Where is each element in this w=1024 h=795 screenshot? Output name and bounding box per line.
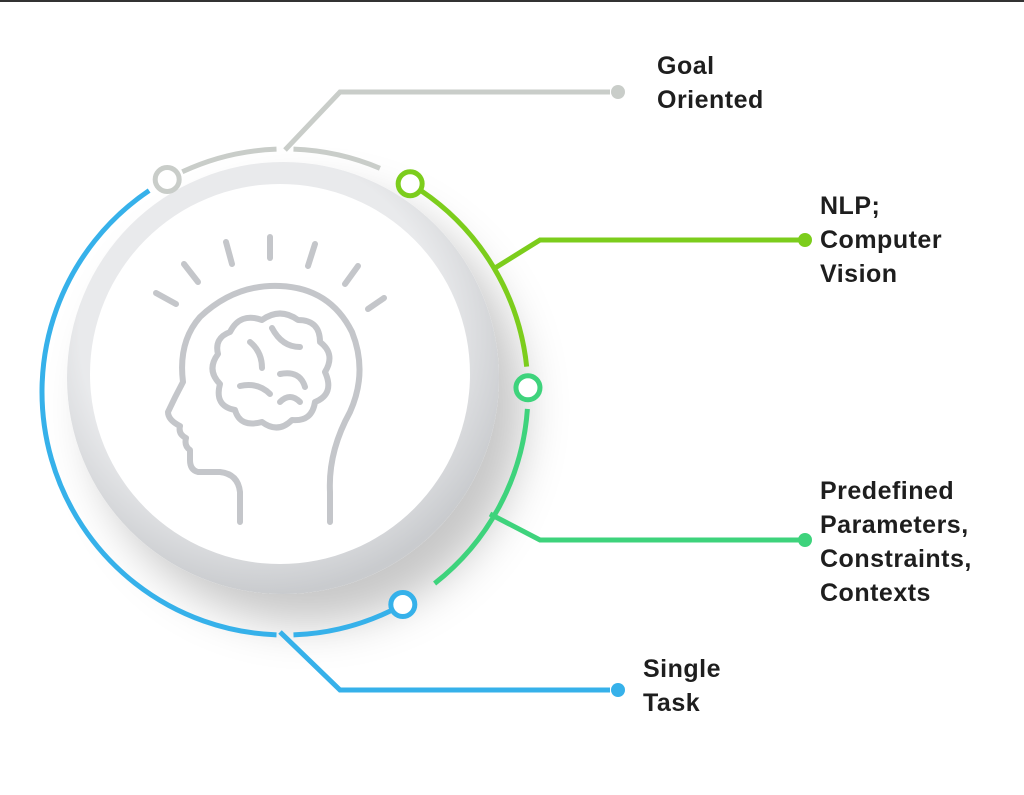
label-line: Contexts xyxy=(820,579,931,607)
end-dot-2 xyxy=(798,533,812,547)
node-ring-0 xyxy=(152,164,182,194)
connector-line-1 xyxy=(493,237,800,271)
connector-line-2 xyxy=(488,511,800,543)
node-ring-2 xyxy=(513,373,543,403)
gray-arc xyxy=(181,146,277,175)
label-line: Vision xyxy=(820,260,898,288)
head-with-brain-icon xyxy=(153,234,387,525)
connector-line-3 xyxy=(278,630,610,693)
label-line: Predefined xyxy=(820,477,955,505)
label-line: NLP; xyxy=(820,192,881,220)
gray-arc xyxy=(293,146,381,171)
connector-line-0 xyxy=(283,89,610,152)
green-arc xyxy=(433,408,530,586)
end-dot-1 xyxy=(798,233,812,247)
end-dot-3 xyxy=(611,683,625,697)
label-line: Constraints, xyxy=(820,545,972,573)
blue-arc xyxy=(39,188,277,638)
node-ring-1 xyxy=(395,169,425,199)
end-dot-0 xyxy=(611,85,625,99)
blue-arc xyxy=(293,608,393,638)
label-line: Single xyxy=(643,655,722,683)
label-line: Task xyxy=(643,689,701,717)
node-ring-3 xyxy=(388,590,418,620)
lime-arc xyxy=(419,188,530,367)
label-line: Goal xyxy=(657,52,715,80)
label-line: Computer xyxy=(820,226,943,254)
label-line: Oriented xyxy=(657,86,764,114)
label-line: Parameters, xyxy=(820,511,969,539)
